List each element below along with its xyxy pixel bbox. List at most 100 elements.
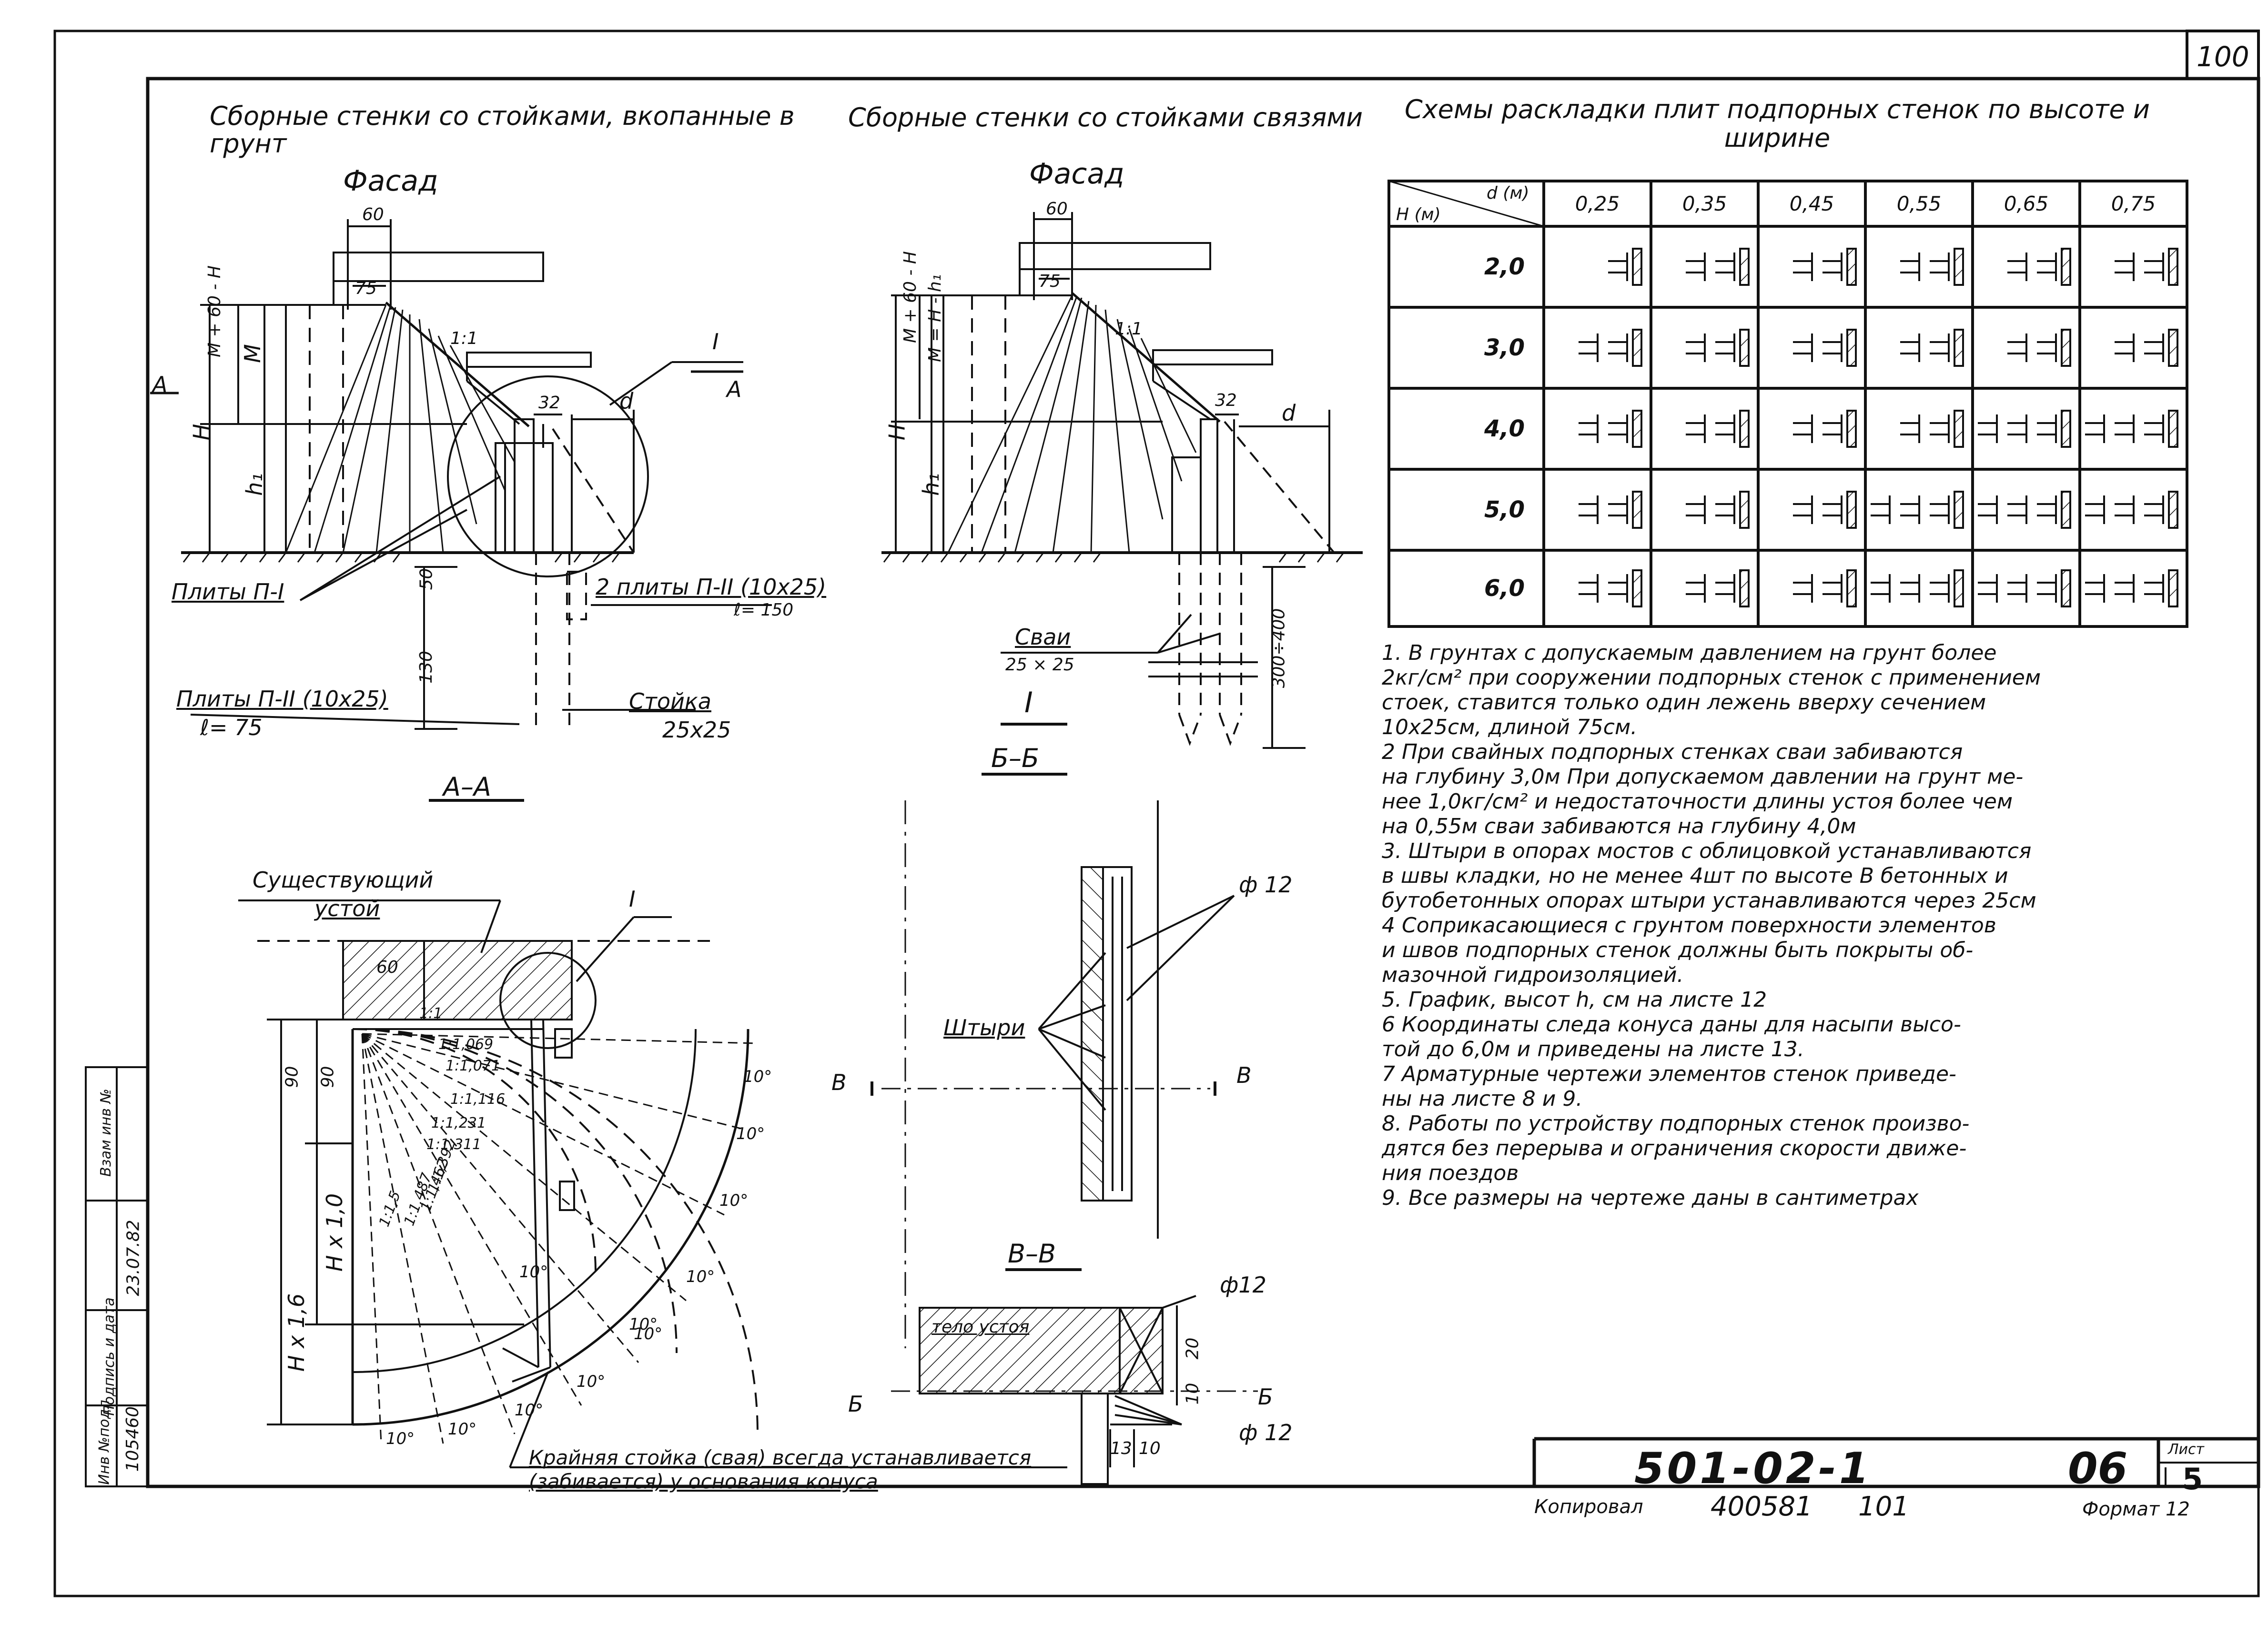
middle-dim-75: 75 xyxy=(1039,272,1061,291)
cone-angle-label: 10° xyxy=(577,1372,606,1391)
plan-footnote-1: Крайняя стойка (свая) всегда устанавлива… xyxy=(529,1446,1032,1469)
table-col-header: 0,35 xyxy=(1682,192,1727,215)
left-dim-32: 32 xyxy=(538,393,560,413)
layout-scheme-glyph xyxy=(1686,491,1750,529)
sheet-number-box xyxy=(2186,30,2260,80)
plates-p2-label: Плиты П-II (10х25) xyxy=(176,686,388,712)
note-line: на 0,55м сваи забиваются на глубину 4,0м xyxy=(1382,814,1856,838)
bb-mark-left: Б xyxy=(848,1391,863,1417)
plates-p2-length: ℓ= 75 xyxy=(200,715,263,740)
layout-scheme-glyph xyxy=(1978,491,2071,529)
stamp-list-label: Лист xyxy=(2168,1441,2205,1458)
middle-dim-60: 60 xyxy=(1046,199,1068,219)
post-label: Стойка xyxy=(629,688,711,714)
cone-slope-ratio: 1:1,069 xyxy=(438,1036,494,1053)
section-bb-title: Б–Б xyxy=(991,743,1040,773)
layout-scheme-glyph xyxy=(2007,329,2071,367)
left-mark-A-right: A xyxy=(727,376,742,402)
middle-section-title: Сборные стенки со стойками связями xyxy=(848,102,1363,132)
pins-section-lines xyxy=(871,800,1258,1485)
table-col-header: 0,75 xyxy=(2111,192,2156,215)
cone-slope-ratio: 1:1,231 xyxy=(431,1115,486,1131)
layout-scheme-glyph xyxy=(1686,329,1750,367)
layout-scheme-glyph xyxy=(2085,410,2178,448)
sheet-number-top: 100 xyxy=(2197,40,2249,73)
cone-slope-ratio: 1:1 xyxy=(419,1005,443,1022)
note-line: и швов подпорных стенок должны быть покр… xyxy=(1382,938,1974,962)
existing-abutment-label-2: устой xyxy=(314,896,380,921)
plan-dim-90b: 90 xyxy=(318,1066,338,1088)
left-height-M60: M + 60 - H xyxy=(205,265,224,357)
cone-angle-label: 10° xyxy=(386,1429,415,1448)
left-slope: 1:1 xyxy=(450,329,478,348)
cone-angle-label: 10° xyxy=(719,1191,749,1210)
layout-scheme-glyph xyxy=(1608,248,1642,286)
bb-dim-10: 10 xyxy=(1183,1383,1203,1405)
cone-angle-label: 10° xyxy=(448,1420,477,1439)
cone-slope-ratio: 1:1,311 xyxy=(426,1136,482,1153)
middle-facade-lines xyxy=(881,212,1363,776)
piles-label: Сваи xyxy=(1015,624,1071,650)
table-row-label: 5,0 xyxy=(1484,496,1525,523)
left-facade-label: Фасад xyxy=(343,164,438,198)
table-corner-d: d (м) xyxy=(1487,183,1529,203)
middle-facade-label: Фасад xyxy=(1029,157,1124,191)
middle-height-H: H xyxy=(884,424,910,441)
layout-scheme-glyph xyxy=(2007,248,2071,286)
left-facade-lines xyxy=(150,219,772,802)
layout-scheme-glyph xyxy=(1871,569,1964,607)
layout-scheme-glyph xyxy=(1686,569,1750,607)
plan-dim-h16: H x 1,6 xyxy=(284,1293,310,1372)
copied-value-2: 101 xyxy=(1858,1491,1909,1522)
title-block-lines xyxy=(1532,1437,2258,1486)
note-line: 9. Все размеры на чертеже даны в сантиме… xyxy=(1382,1186,1919,1210)
note-line: 10х25см, длиной 75см. xyxy=(1382,715,1638,739)
layout-scheme-glyph xyxy=(2085,491,2178,529)
bb-dim-20: 20 xyxy=(1183,1337,1203,1360)
layout-scheme-glyph xyxy=(1900,329,1964,367)
left-height-M: M xyxy=(239,344,265,363)
abutment-body-label: тело устоя xyxy=(932,1317,1030,1337)
side-strip-lines xyxy=(85,1066,149,1487)
left-dim-d: d xyxy=(619,388,634,414)
left-height-h1: h₁ xyxy=(241,473,267,496)
table-col-header: 0,25 xyxy=(1575,192,1620,215)
note-line: 2кг/см² при сооружении подпорных стенок … xyxy=(1382,666,2041,690)
layout-scheme-glyph xyxy=(2115,248,2178,286)
cone-slope-ratio: 1:1,116 xyxy=(450,1091,506,1108)
table-row-label: 6,0 xyxy=(1484,575,1525,602)
layout-scheme-glyph xyxy=(1793,410,1857,448)
piles-depth: 300÷400 xyxy=(1269,608,1289,688)
layout-scheme-glyph xyxy=(1978,410,2071,448)
stamp-sheet-code: 06 xyxy=(2068,1444,2128,1494)
table-col-header: 0,65 xyxy=(2004,192,2049,215)
note-line: 4 Соприкасающиеся с грунтом поверхности … xyxy=(1382,913,1996,938)
note-line: 3. Штыри в опорах мостов с облицовкой ус… xyxy=(1382,839,2032,863)
left-section-title: Сборные стенки со стойками, вкопанные в … xyxy=(210,101,795,159)
layout-scheme-glyph xyxy=(1871,491,1964,529)
bb-dim-10b: 10 xyxy=(1139,1439,1161,1458)
note-line: дятся без перерыва и ограничения скорост… xyxy=(1382,1136,1967,1161)
plan-dim-60: 60 xyxy=(376,958,398,977)
cone-angle-label: 10° xyxy=(743,1067,772,1086)
layout-scheme-glyph xyxy=(1793,491,1857,529)
left-dim-60: 60 xyxy=(362,205,384,224)
note-line: 5. График, высот h, см на листе 12 xyxy=(1382,988,1767,1012)
layout-scheme-glyph xyxy=(1579,410,1642,448)
piles-size: 25 × 25 xyxy=(1005,655,1074,675)
plan-dim-90a: 90 xyxy=(282,1066,302,1088)
section-I-title: I xyxy=(1024,686,1033,719)
side-inv-value: 105460 xyxy=(123,1406,143,1472)
stamp-number: 501-02-1 xyxy=(1634,1444,1872,1494)
pins-mark-B-left: В xyxy=(831,1070,847,1095)
two-plates-length: ℓ= 150 xyxy=(734,600,794,620)
bb-mark-right: Б xyxy=(1258,1384,1273,1410)
section-aa-title: А–А xyxy=(443,772,491,802)
pins-section-title: В–В xyxy=(1008,1239,1056,1269)
note-line: 7 Арматурные чертежи элементов стенок пр… xyxy=(1382,1062,1956,1086)
stamp-list-number: 5 xyxy=(2182,1462,2203,1496)
plan-mark-I: I xyxy=(629,886,636,912)
plan-dim-h10: H x 1,0 xyxy=(322,1193,348,1272)
cone-angle-label: 10° xyxy=(519,1262,548,1282)
cone-angle-label: 10° xyxy=(686,1267,715,1286)
